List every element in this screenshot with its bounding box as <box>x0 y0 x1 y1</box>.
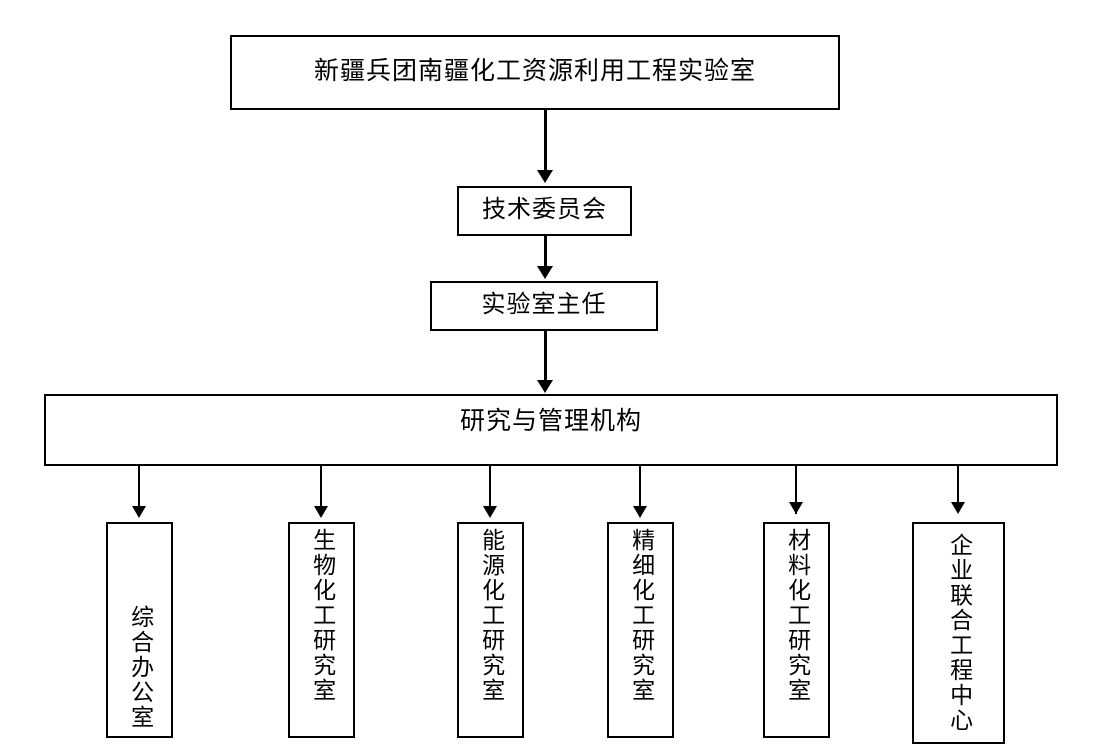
connector-committee-to-director <box>544 236 547 268</box>
node-department-energy-chemical: 能源化工研究室 <box>457 522 524 738</box>
arrowhead-bar-to-leaf-3-icon <box>483 506 497 518</box>
node-laboratory-director-label: 实验室主任 <box>481 292 607 319</box>
node-technical-committee: 技术委员会 <box>457 186 632 236</box>
arrowhead-bar-to-leaf-4-icon <box>633 506 647 518</box>
node-department-enterprise-joint-engineering-center: 企业联合工程中心 <box>912 522 1005 744</box>
node-department-enterprise-joint-engineering-center-label: 企业联合工程中心 <box>946 533 972 733</box>
arrowhead-committee-to-director-icon <box>537 266 553 279</box>
arrowhead-director-to-research-bar-icon <box>537 380 553 393</box>
node-department-fine-chemical-label: 精细化工研究室 <box>628 528 654 703</box>
arrowhead-title-to-committee-icon <box>537 170 553 183</box>
node-department-biochemical: 生物化工研究室 <box>288 522 355 738</box>
node-laboratory-title-label: 新疆兵团南疆化工资源利用工程实验室 <box>313 58 756 86</box>
node-research-management-bar-label: 研究与管理机构 <box>459 408 642 435</box>
node-department-biochemical-label: 生物化工研究室 <box>309 528 335 703</box>
connector-bar-to-leaf-4 <box>639 466 641 508</box>
connector-bar-to-leaf-3 <box>489 466 491 508</box>
node-laboratory-director: 实验室主任 <box>430 281 658 331</box>
connector-bar-to-leaf-2 <box>320 466 322 508</box>
node-department-fine-chemical: 精细化工研究室 <box>607 522 674 738</box>
connector-bar-to-leaf-1 <box>138 466 140 508</box>
connector-bar-to-leaf-5 <box>795 466 797 514</box>
node-department-general-office: 综合办公室 <box>106 522 173 738</box>
node-department-energy-chemical-label: 能源化工研究室 <box>478 528 504 703</box>
arrowhead-bar-to-leaf-5-icon <box>789 502 803 514</box>
arrowhead-bar-to-leaf-6-icon <box>951 502 965 514</box>
arrowhead-bar-to-leaf-2-icon <box>314 506 328 518</box>
node-department-material-chemical: 材料化工研究室 <box>763 522 830 738</box>
arrowhead-bar-to-leaf-1-icon <box>132 506 146 518</box>
node-department-general-office-label: 综合办公室 <box>127 605 153 730</box>
node-research-management-bar: 研究与管理机构 <box>44 394 1058 466</box>
node-technical-committee-label: 技术委员会 <box>482 197 607 224</box>
node-laboratory-title: 新疆兵团南疆化工资源利用工程实验室 <box>230 35 840 110</box>
connector-bar-to-leaf-6 <box>957 466 959 508</box>
connector-title-to-committee <box>544 110 547 172</box>
connector-director-to-research-bar <box>544 331 547 381</box>
node-department-material-chemical-label: 材料化工研究室 <box>784 528 810 703</box>
